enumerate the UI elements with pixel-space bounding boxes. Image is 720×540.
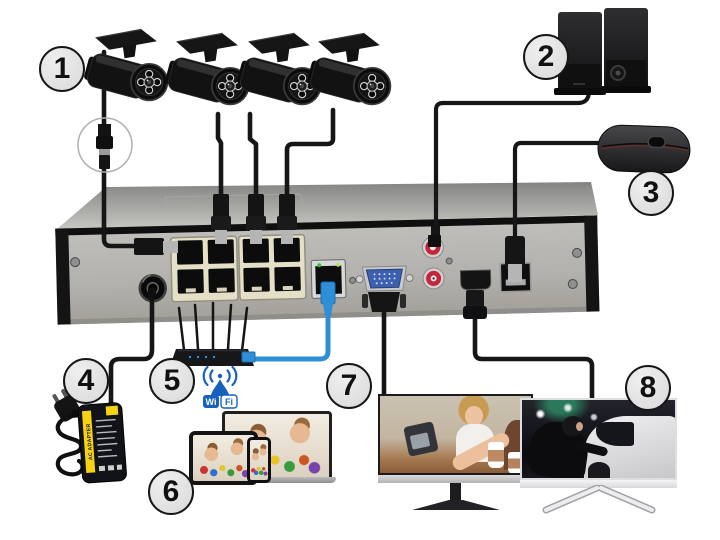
bullet-camera-icon	[81, 28, 169, 102]
monitor7-stand-base	[412, 500, 500, 510]
rj45-plug-blue-icon	[241, 351, 256, 363]
screw-icon	[349, 276, 357, 284]
rj45-plug-blue-icon	[320, 281, 336, 316]
badge-2: 2	[523, 34, 569, 80]
monitor7-screen-image	[378, 394, 533, 475]
antenna-icon	[240, 306, 249, 353]
screw-icon	[70, 257, 81, 268]
badge-7: 7	[326, 363, 372, 409]
screw-icon	[445, 257, 453, 265]
burglar-face	[576, 422, 583, 431]
nvr-top-face	[57, 182, 598, 229]
hdmi-monitor-icon	[520, 398, 677, 488]
screw-icon	[572, 247, 583, 258]
rj45-plug-icon	[134, 238, 178, 255]
coffee-cup	[508, 452, 523, 473]
rj45-plug-icon	[246, 194, 266, 244]
wifi-wi-label: Wi	[206, 397, 217, 407]
rca-plug-icon	[428, 226, 441, 247]
badge-3-number: 3	[642, 176, 660, 209]
speakers-icon	[554, 8, 651, 95]
vga-port-icon	[355, 265, 414, 292]
dc-power-cable	[108, 294, 155, 406]
badge-7-number: 7	[340, 369, 358, 402]
hdmi-plug-icon	[463, 290, 487, 319]
monitor8-stand	[542, 485, 656, 514]
bullet-camera-icon	[234, 32, 322, 106]
badge-6: 6	[148, 469, 194, 515]
badge-5: 5	[149, 358, 195, 404]
laptop-base	[214, 477, 336, 483]
wifi-fi-label: Fi	[225, 397, 233, 407]
camera3-cable	[247, 111, 259, 203]
poe-port-block-left	[169, 235, 239, 303]
power-cord-icon	[55, 411, 85, 477]
badge-1: 1	[39, 46, 85, 92]
dc-plug-icon	[148, 288, 156, 300]
badge-8-number: 8	[639, 371, 657, 404]
vga-monitor-icon	[378, 394, 533, 483]
badge-2-number: 2	[537, 40, 555, 73]
badge-6-number: 6	[162, 475, 180, 508]
monitor7-stand-neck	[450, 483, 461, 502]
poe-port-block-right	[237, 233, 307, 301]
speaker-cable	[433, 88, 592, 235]
badge-8: 8	[625, 365, 671, 411]
adapter-brick-icon: AC ADAPTER	[71, 402, 127, 484]
badge-5-number: 5	[163, 364, 181, 397]
screw-icon	[567, 279, 578, 290]
antenna-icon	[193, 303, 200, 351]
camera1-cable	[101, 49, 141, 249]
cafe-person-face	[465, 406, 483, 426]
rj45-coupler-icon	[77, 117, 133, 173]
lan-cable	[251, 299, 331, 362]
rj45-plug-icon	[277, 194, 297, 244]
antenna-icon	[226, 303, 233, 351]
hdmi-cable	[472, 315, 595, 404]
badge-4: 4	[63, 358, 109, 404]
vga-plug-icon	[362, 292, 406, 312]
power-adapter-icon: AC ADAPTER	[52, 389, 127, 484]
adapter-label: AC ADAPTER	[86, 423, 95, 460]
coffee-cup	[488, 442, 504, 468]
camera4-cable	[284, 107, 336, 203]
router-icon	[170, 301, 256, 366]
monitor8-chin	[520, 480, 677, 488]
car-window	[596, 422, 634, 446]
badge-3: 3	[628, 170, 674, 216]
antenna-icon	[177, 306, 186, 352]
smartphone-icon	[247, 437, 271, 483]
wifi-logo-icon: Wi Fi	[202, 365, 238, 409]
mouse-cable	[512, 140, 601, 243]
badge-4-number: 4	[77, 364, 95, 397]
scroll-wheel-icon	[647, 135, 666, 149]
car-wheel	[588, 462, 610, 478]
monitor7-chin	[378, 475, 533, 483]
bullet-camera-icon	[162, 32, 250, 106]
monitor8-screen-image	[520, 398, 677, 480]
camera2-cable	[215, 111, 224, 203]
burglar-head	[562, 416, 584, 436]
badge-1-number: 1	[53, 52, 71, 85]
mouse-icon	[597, 124, 691, 174]
hdmi-port-icon	[459, 269, 492, 291]
rj45-plug-icon	[211, 194, 231, 244]
usb-plug-icon	[505, 236, 525, 282]
